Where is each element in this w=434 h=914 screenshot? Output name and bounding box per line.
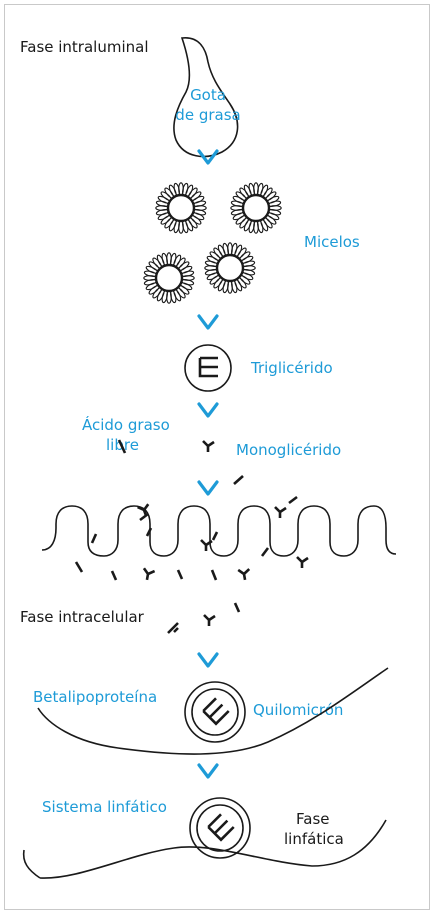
arrow-icon-3	[197, 402, 219, 418]
fatty-acid-dash	[167, 622, 179, 634]
fatty-acid-dash	[173, 627, 179, 633]
fatty-acid-dash	[288, 495, 298, 505]
free-fatty-acid-label-line1: Ácido graso	[82, 415, 170, 434]
fatty-acid-dash	[210, 569, 218, 581]
arrow-icon-4	[197, 480, 219, 496]
monoglyceride-icon	[274, 506, 287, 518]
fatty-acid-dash	[90, 533, 98, 544]
micelle-2	[230, 182, 282, 234]
phase-intraluminal-label: Fase intraluminal	[20, 38, 149, 56]
fatty-acid-dash	[260, 547, 270, 557]
fatty-acid-dash	[145, 527, 153, 537]
monoglyceride-icon	[142, 567, 156, 581]
micelles-label: Micelos	[304, 233, 360, 251]
monoglyceride-label: Monoglicérido	[236, 441, 341, 459]
arrow-icon-2	[197, 314, 219, 330]
monoglyceride-icon	[203, 614, 216, 626]
monoglyceride-icon	[237, 568, 251, 581]
fat-drop-shape	[173, 37, 239, 158]
lymphatic-system-label: Sistema linfático	[42, 798, 167, 816]
arrow-icon-6	[197, 763, 219, 779]
chylomicron-symbol-icon	[202, 697, 230, 726]
triglyceride-circle	[184, 344, 232, 392]
arrow-icon-1	[197, 149, 219, 165]
chylomicron-label: Quilomicrón	[253, 701, 343, 719]
phase-intracellular-label: Fase intracelular	[20, 608, 145, 626]
lymphatic-vessel-left-curve	[22, 849, 41, 879]
intestinal-villi-outline	[41, 505, 397, 557]
fatty-acid-dash	[110, 570, 118, 581]
fatty-acid-dash	[176, 569, 184, 580]
monoglyceride-icon	[200, 539, 213, 551]
arrow-icon-5	[197, 652, 219, 668]
micelle-1	[155, 182, 207, 234]
micelles-group	[143, 182, 282, 304]
lymphatic-vessel-upper-wall	[37, 667, 389, 755]
fatty-acid-dash	[233, 602, 241, 613]
micelle-3	[143, 252, 195, 304]
fatty-acid-dash	[211, 531, 219, 541]
lymph-chylomicron-inner-circle	[196, 804, 244, 852]
fatty-acid-dash	[117, 439, 127, 454]
chylomicron-outer-circle	[184, 681, 246, 743]
fat-drop-label-line2: de grasa	[175, 106, 240, 124]
lymph-chylomicron-outer-circle	[189, 797, 251, 859]
lymph-chylomicron-symbol-icon	[207, 813, 235, 842]
betalipoprotein-label: Betalipoproteína	[33, 688, 157, 706]
fat-drop-label-line1: Gota	[190, 86, 226, 104]
chylomicron-inner-circle	[191, 688, 239, 736]
phase-lymphatic-label-line2: linfática	[284, 830, 344, 848]
phase-lymphatic-label-line1: Fase	[296, 810, 330, 828]
monoglyceride-icon	[137, 503, 150, 517]
fatty-acid-dash	[74, 561, 84, 573]
triglyceride-symbol-icon	[198, 356, 218, 378]
monoglyceride-icon	[202, 440, 215, 452]
triglyceride-label: Triglicérido	[250, 359, 333, 377]
fatty-acid-dash	[233, 475, 244, 485]
monoglyceride-icon	[296, 556, 309, 568]
particles-group	[74, 439, 309, 634]
micelle-4	[204, 242, 256, 294]
lymphatic-vessel-lower-wall	[39, 819, 387, 879]
